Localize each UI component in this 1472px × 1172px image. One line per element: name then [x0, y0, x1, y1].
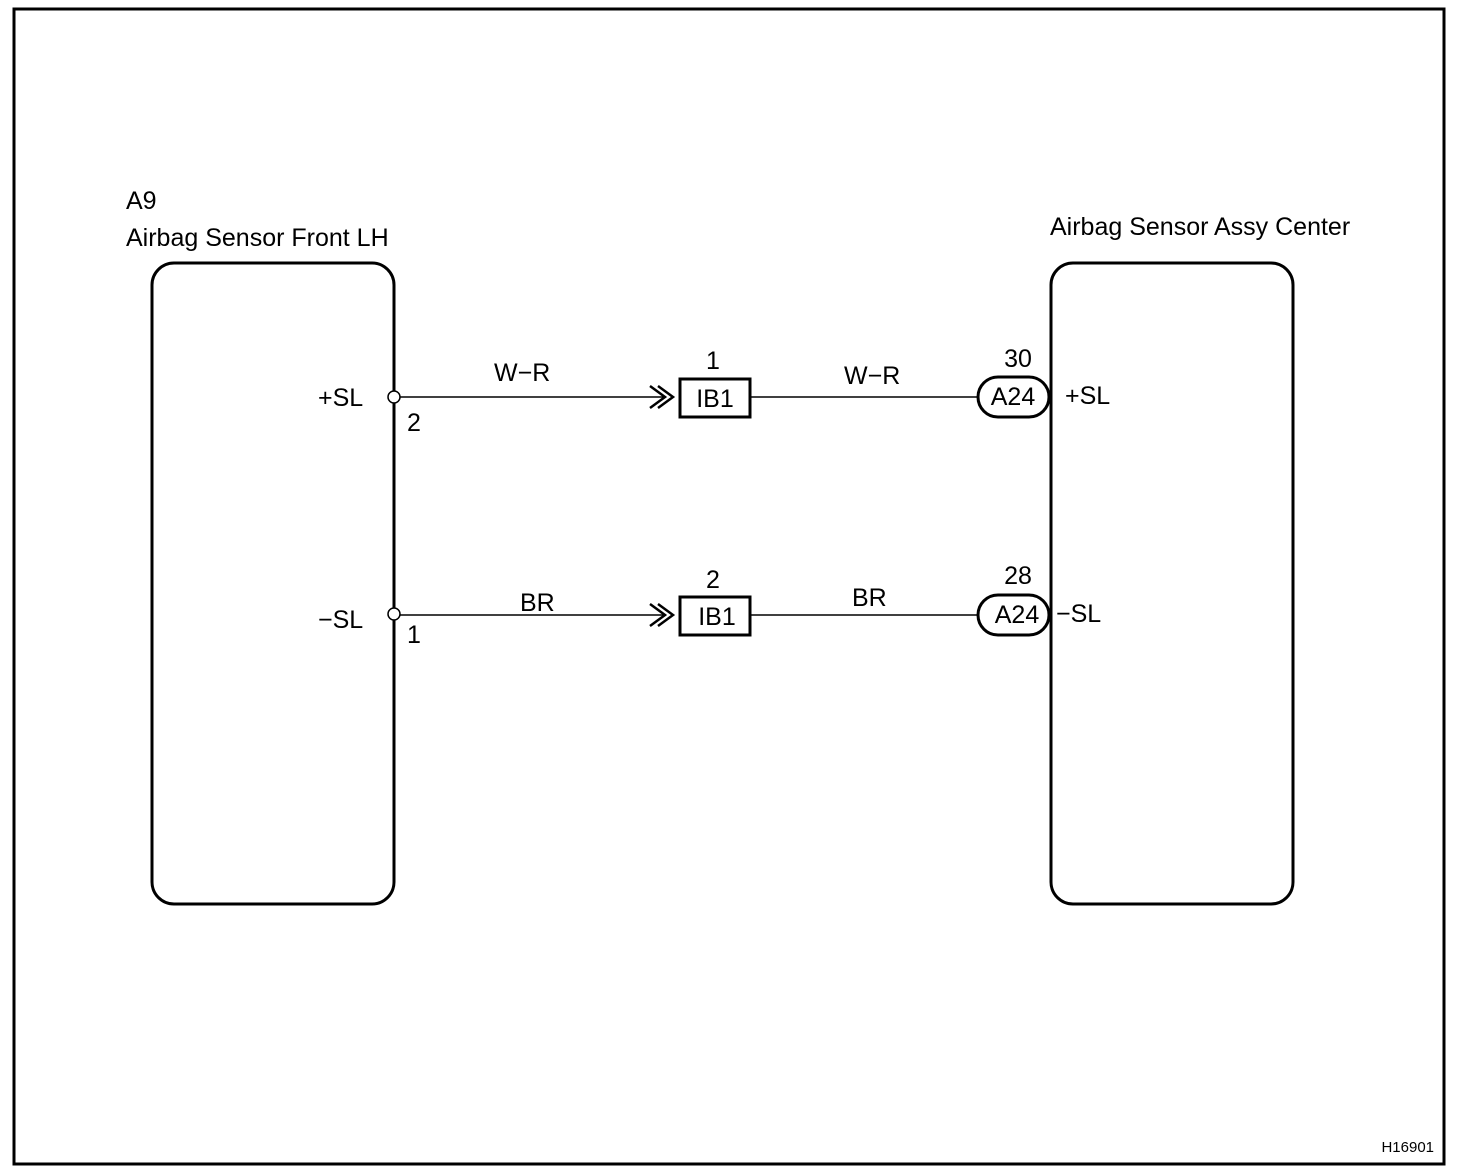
figure-id: H16901 — [1381, 1139, 1434, 1156]
junction-box-ib1-1 — [678, 377, 752, 419]
wire-color-label-2-left: BR — [520, 589, 555, 617]
connector-label-1: A24 — [991, 383, 1036, 411]
wire-color-label-1-right: W−R — [844, 362, 900, 390]
wire-color-label-1-left: W−R — [494, 359, 550, 387]
left-component-code: A9 — [126, 187, 157, 215]
left-terminal-pin-1: 1 — [407, 621, 421, 649]
right-terminal-label-plus-sl: +SL — [1065, 382, 1110, 410]
junction-pin-2: 2 — [706, 566, 720, 594]
junction-label-2: IB1 — [698, 603, 736, 631]
diagram-frame — [12, 7, 1446, 1166]
right-terminal-pin-30: 30 — [1004, 345, 1032, 373]
left-component-box — [150, 261, 396, 906]
right-terminal-label-minus-sl: −SL — [1056, 600, 1101, 628]
connector-a24-minus-sl — [976, 593, 1051, 637]
left-component-name: Airbag Sensor Front LH — [126, 224, 389, 252]
connector-chevron-icon — [649, 602, 676, 628]
junction-label-1: IB1 — [696, 385, 734, 413]
connector-a24-plus-sl — [976, 375, 1051, 419]
right-component-box — [1049, 261, 1295, 906]
left-terminal-2-node — [387, 607, 401, 621]
junction-box-ib1-2 — [678, 595, 752, 637]
junction-pin-1: 1 — [706, 347, 720, 375]
connector-chevron-icon — [649, 384, 676, 410]
left-terminal-pin-2: 2 — [407, 409, 421, 437]
right-component-name: Airbag Sensor Assy Center — [1050, 213, 1350, 241]
left-terminal-label-minus-sl: −SL — [318, 606, 363, 634]
left-terminal-label-plus-sl: +SL — [318, 384, 363, 412]
wire-color-label-2-right: BR — [852, 584, 887, 612]
right-terminal-pin-28: 28 — [1004, 562, 1032, 590]
connector-label-2: A24 — [995, 601, 1040, 629]
left-terminal-1-node — [387, 390, 401, 404]
